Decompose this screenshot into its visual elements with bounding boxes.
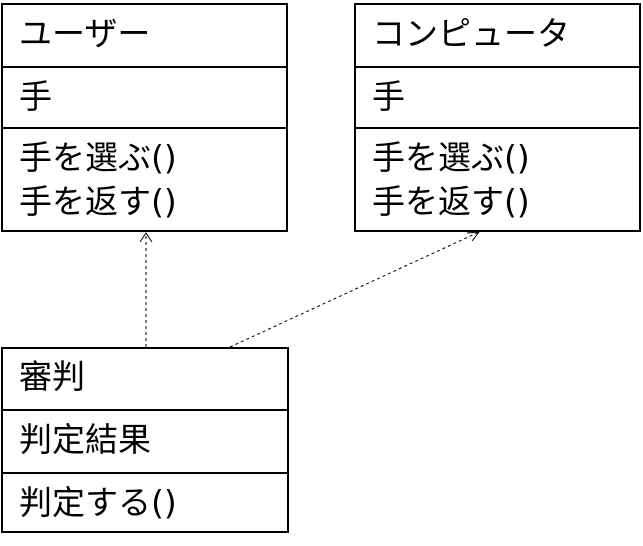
operation: 手を選ぶ() — [19, 138, 177, 177]
class-name: ユーザー — [19, 14, 151, 53]
operation: 判定する() — [19, 483, 177, 522]
attributes-compartment: 手 — [356, 66, 639, 127]
class-computer[interactable]: コンピュータ 手 手を選ぶ() 手を返す() — [354, 3, 641, 232]
attribute: 手 — [19, 77, 52, 116]
dependency-judge-to-computer — [229, 231, 480, 348]
operation: 手を選ぶ() — [372, 138, 530, 177]
class-judge[interactable]: 審判 判定結果 判定する() — [1, 347, 289, 533]
class-name-compartment: コンピュータ — [356, 5, 639, 66]
class-user[interactable]: ユーザー 手 手を選ぶ() 手を返す() — [1, 3, 288, 232]
class-name: 審判 — [19, 357, 85, 396]
operation: 手を返す() — [372, 182, 530, 221]
class-name: コンピュータ — [372, 14, 570, 53]
arrowhead-to-user — [139, 232, 153, 243]
attribute: 判定結果 — [19, 420, 151, 459]
operations-compartment: 判定する() — [3, 472, 287, 531]
operations-compartment: 手を選ぶ() 手を返す() — [3, 127, 286, 230]
operation: 手を返す() — [19, 182, 177, 221]
attributes-compartment: 判定結果 — [3, 409, 287, 472]
operations-compartment: 手を選ぶ() 手を返す() — [356, 127, 639, 230]
attributes-compartment: 手 — [3, 66, 286, 127]
class-name-compartment: 審判 — [3, 349, 287, 409]
attribute: 手 — [372, 77, 405, 116]
class-name-compartment: ユーザー — [3, 5, 286, 66]
arrowhead-to-computer — [466, 231, 481, 242]
